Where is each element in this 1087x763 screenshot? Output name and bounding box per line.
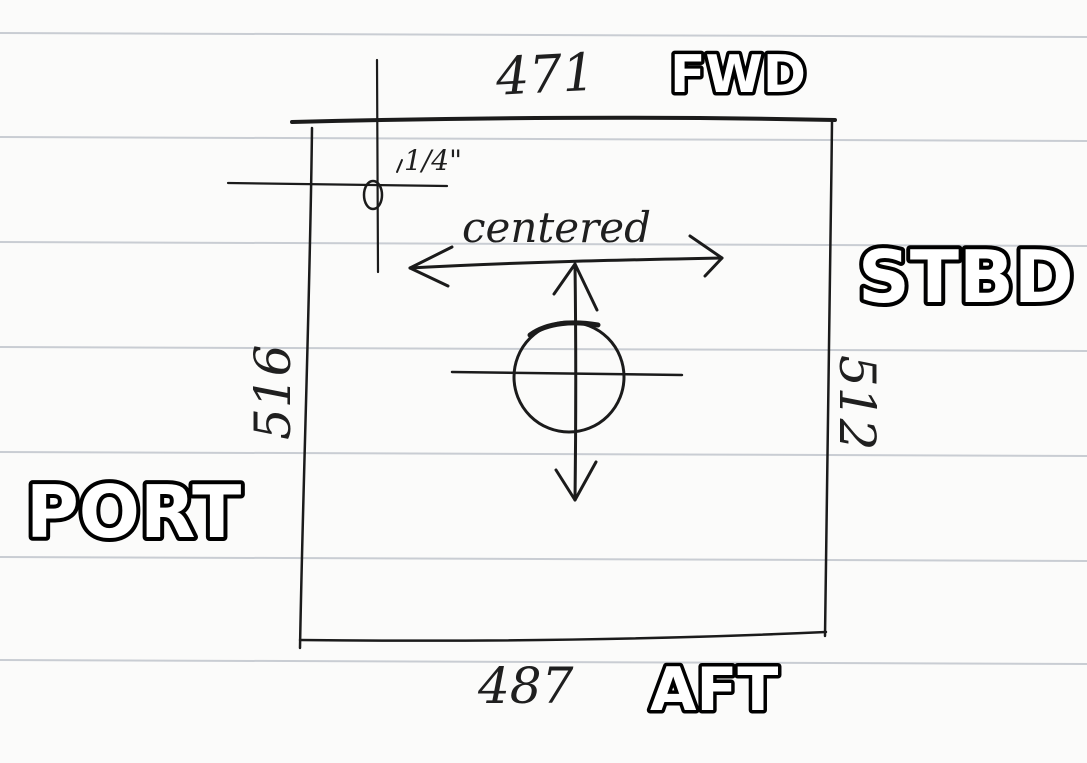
hole-size-note: 1/4" xyxy=(404,144,462,177)
label-starboard: STBD xyxy=(858,235,1074,319)
dimension-left: 516 xyxy=(244,345,302,440)
vertical-arrow xyxy=(552,262,599,502)
large-hole-marker xyxy=(450,320,684,434)
label-forward: FWD xyxy=(670,45,806,105)
small-hole-marker xyxy=(226,58,449,274)
dimension-top: 471 xyxy=(494,43,597,108)
label-aft: AFT xyxy=(650,655,778,725)
centered-arrow xyxy=(408,234,724,288)
dimension-right: 512 xyxy=(828,355,886,450)
dimension-bottom: 487 xyxy=(477,657,574,715)
label-port: PORT xyxy=(26,470,241,554)
panel-outline xyxy=(290,115,837,650)
ruled-lines xyxy=(0,32,1087,665)
centered-note: centered xyxy=(462,203,651,252)
